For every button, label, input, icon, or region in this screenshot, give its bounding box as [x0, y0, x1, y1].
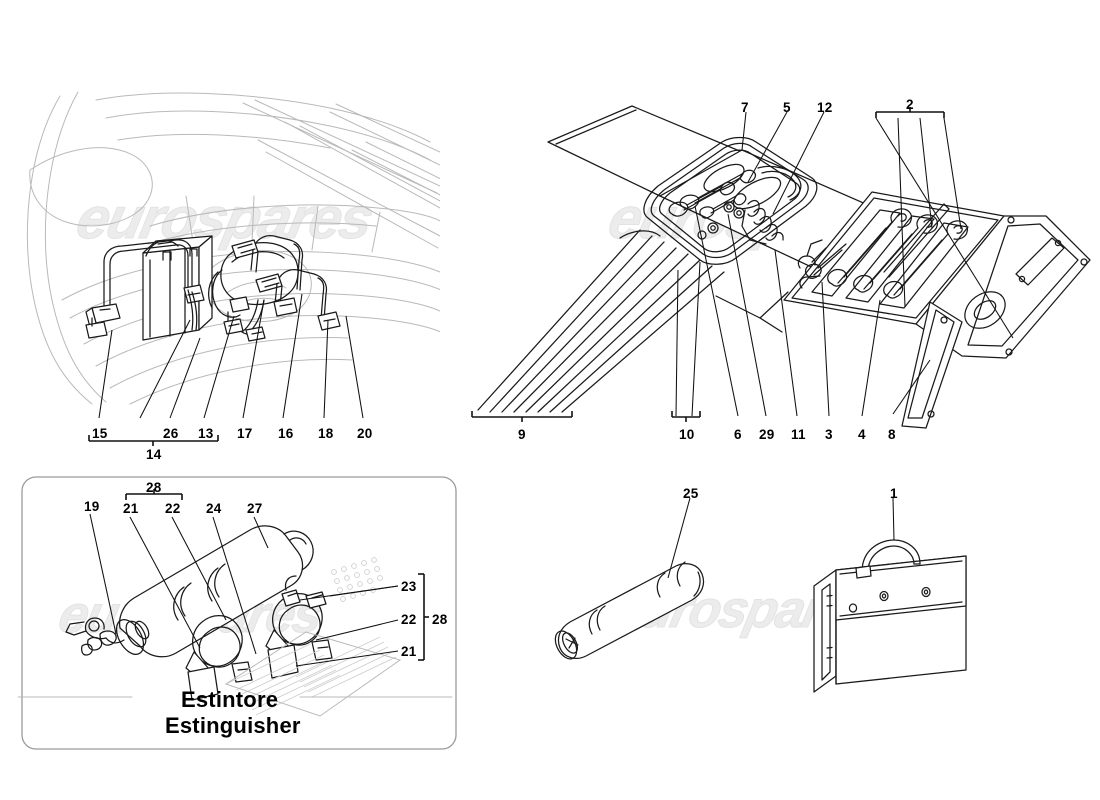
trunk-bracket-14 — [88, 435, 219, 446]
callout-24: 24 — [206, 501, 222, 516]
accessories-leader-lines — [667, 497, 895, 579]
callout-21: 21 — [123, 501, 139, 516]
callout-21-right: 21 — [401, 644, 417, 659]
callout-18: 18 — [318, 426, 334, 441]
callout-6: 6 — [734, 427, 742, 442]
callout-22: 22 — [165, 501, 181, 516]
feeler-strip-stack — [477, 229, 725, 413]
callout-1: 1 — [890, 486, 898, 501]
callout-19: 19 — [84, 499, 100, 514]
callout-9: 9 — [518, 427, 526, 442]
trunk-leader-lines — [98, 293, 364, 419]
toolkit-bracket-9 — [471, 411, 573, 422]
callout-8: 8 — [888, 427, 896, 442]
callout-3: 3 — [825, 427, 833, 442]
callout-20: 20 — [357, 426, 373, 441]
extinguisher-leader-lines — [89, 513, 399, 667]
toolkit-leader-lines-bottom — [675, 205, 931, 417]
callout-7: 7 — [741, 100, 749, 115]
callout-27: 27 — [247, 501, 263, 516]
accessories-illustration — [554, 539, 967, 693]
extinguisher-bracket-28-right — [418, 573, 429, 661]
extinguisher-caption-english: Estinguisher — [165, 713, 301, 738]
perforated-plate — [331, 557, 383, 602]
wrench-group — [797, 203, 969, 299]
extinguisher-bracket-28-top — [125, 489, 183, 500]
callout-12: 12 — [817, 100, 833, 115]
callout-23: 23 — [401, 579, 417, 594]
trunk-illustration — [26, 91, 440, 405]
callout-14: 14 — [146, 447, 162, 462]
callout-22-right: 22 — [401, 612, 417, 627]
toolkit-illustration — [477, 105, 1091, 429]
callout-28: 28 — [146, 480, 162, 495]
callout-25: 25 — [683, 486, 699, 501]
callout-16: 16 — [278, 426, 294, 441]
callout-17: 17 — [237, 426, 253, 441]
callout-4: 4 — [858, 427, 866, 442]
toolkit-bracket-10 — [671, 411, 701, 422]
callout-29: 29 — [759, 427, 775, 442]
callout-10: 10 — [679, 427, 695, 442]
toolkit-leader-lines-top — [741, 111, 1014, 339]
callout-5: 5 — [783, 100, 791, 115]
extinguisher-panel-border — [21, 476, 457, 750]
callout-13: 13 — [198, 426, 214, 441]
callout-26: 26 — [163, 426, 179, 441]
toolkit-bracket-2 — [875, 107, 945, 118]
callout-28-right: 28 — [432, 612, 448, 627]
callout-11: 11 — [791, 427, 806, 442]
callout-2: 2 — [906, 97, 914, 112]
extinguisher-caption-italian: Estintore — [181, 687, 279, 712]
callout-15: 15 — [92, 426, 108, 441]
